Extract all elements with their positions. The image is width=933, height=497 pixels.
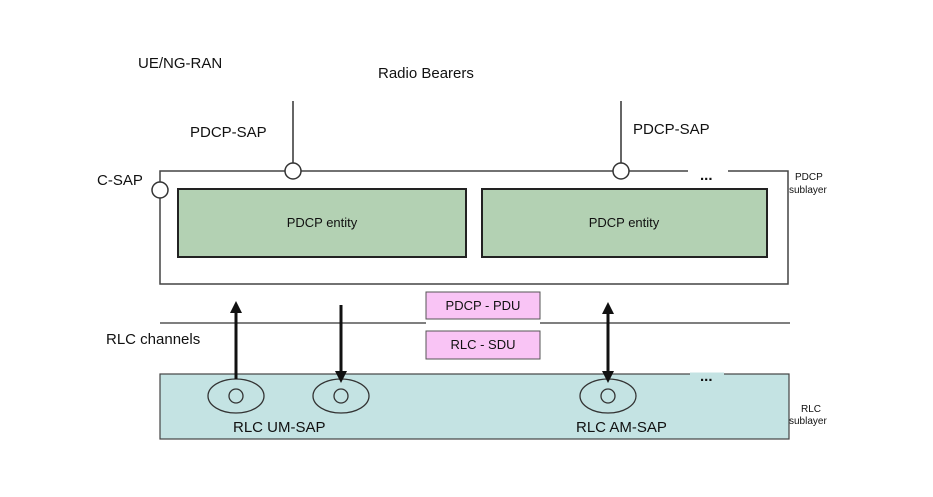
rlc-am-sap-inner <box>600 388 616 404</box>
rlc-sdu-box <box>425 330 541 360</box>
ellipsis-bottom: ... <box>700 368 713 385</box>
pdcp-entity-right-label: PDCP entity <box>589 215 660 230</box>
pdcp-sap-left-circle <box>284 162 302 180</box>
rlc-sdu-label: RLC - SDU <box>450 337 515 352</box>
rlc-am-sap-label: RLC AM-SAP <box>576 419 667 436</box>
ue-ng-ran-label: UE/NG-RAN <box>138 55 222 72</box>
ellipsis-top: ... <box>700 167 713 184</box>
c-sap-label: C-SAP <box>97 172 143 189</box>
pdcp-pdu-box <box>425 291 541 320</box>
pdcp-sublayer-label-line1: PDCP <box>795 172 823 183</box>
c-sap-circle <box>151 181 169 199</box>
pdcp-entity-left-label: PDCP entity <box>287 215 358 230</box>
pdcp-sap-right-circle <box>612 162 630 180</box>
rlc-um-sap-inner-1 <box>228 388 244 404</box>
rlc-sublayer-label-line2: sublayer <box>789 416 827 427</box>
rlc-sublayer-label-line1: RLC <box>801 404 821 415</box>
rlc-sublayer <box>159 373 790 440</box>
pdcp-sublayer-label-line2: sublayer <box>789 185 827 196</box>
rlc-channels-label: RLC channels <box>106 331 200 348</box>
rlc-um-sap-label: RLC UM-SAP <box>233 419 326 436</box>
pdcp-sap-right-label: PDCP-SAP <box>633 121 710 138</box>
pdcp-entity-left <box>177 188 467 258</box>
radio-bearers-label: Radio Bearers <box>378 65 474 82</box>
pdcp-entity-right <box>481 188 768 258</box>
pdcp-sublayer-frame <box>159 170 789 285</box>
pdcp-pdu-label: PDCP - PDU <box>446 298 521 313</box>
rlc-um-sap-inner-2 <box>333 388 349 404</box>
pdcp-sap-left-label: PDCP-SAP <box>190 124 267 141</box>
